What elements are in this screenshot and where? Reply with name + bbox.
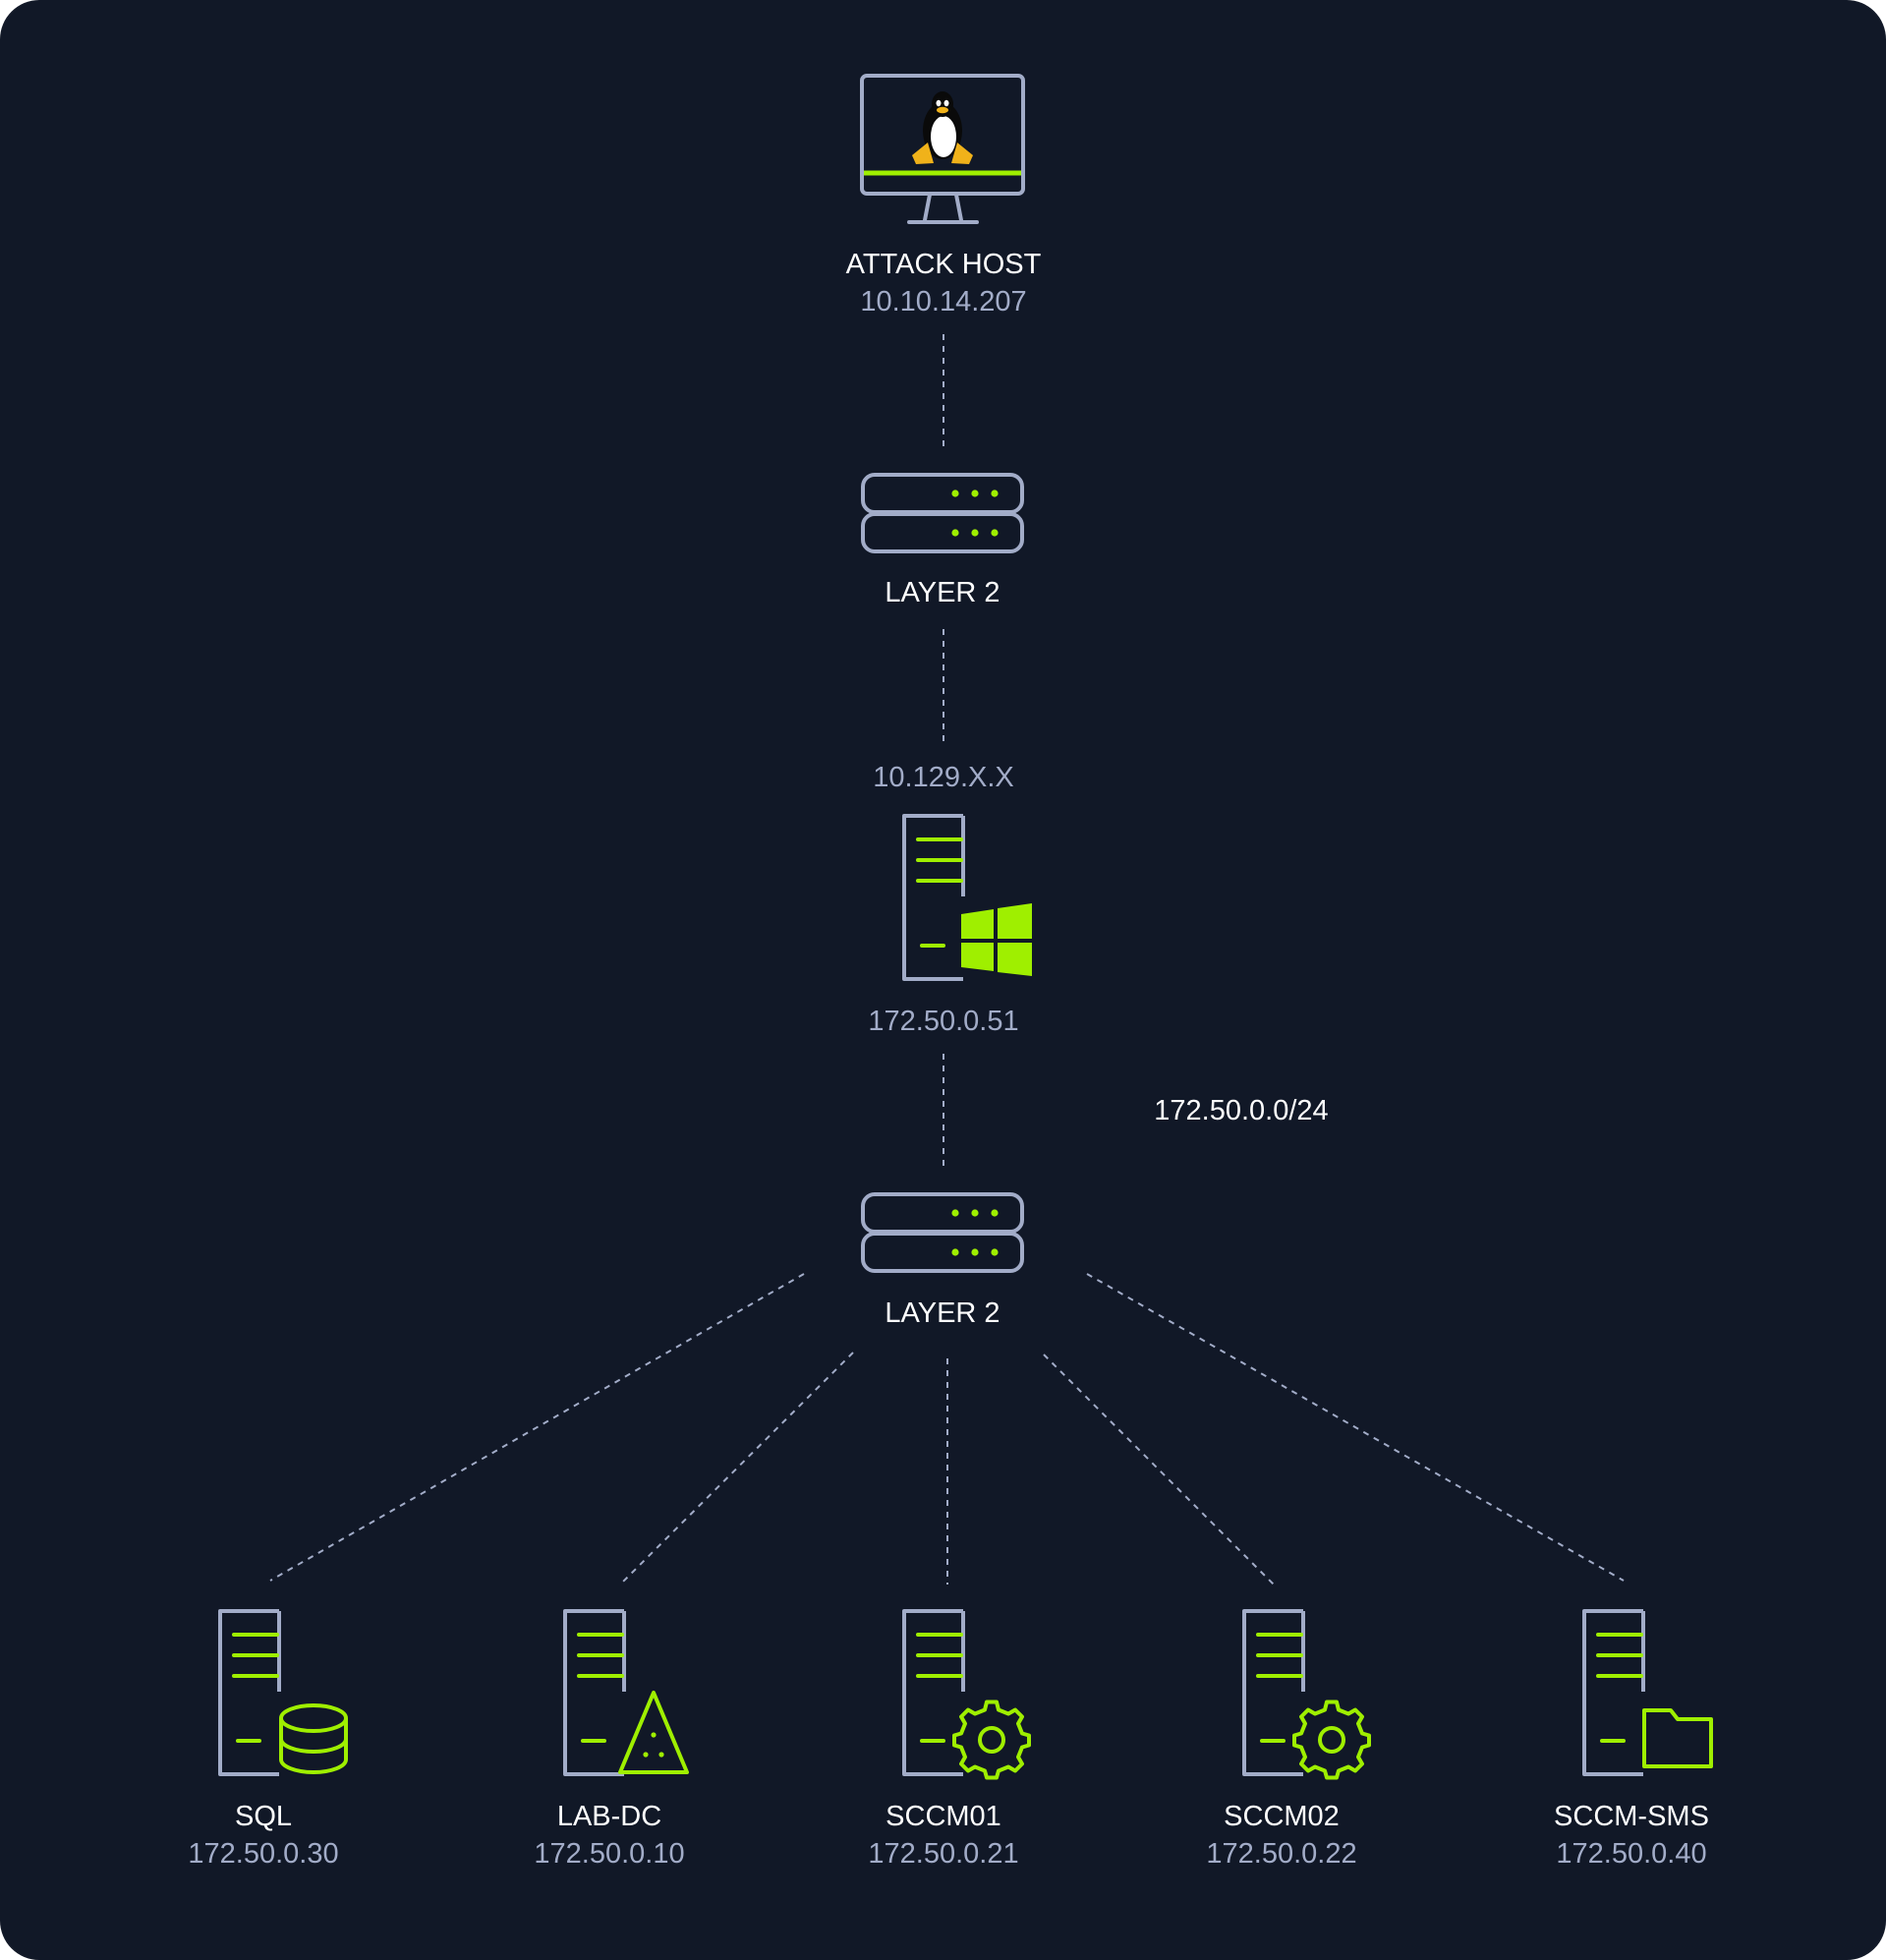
connectors: [269, 334, 1625, 1585]
switch-bottom-name: LAYER 2: [885, 1297, 1000, 1329]
server-name: LAB-DC: [557, 1801, 661, 1832]
windows-logo-icon: [961, 903, 1032, 976]
attack-host-ip: 10.10.14.207: [860, 286, 1026, 317]
server-sccm-sms: [1582, 1609, 1713, 1776]
tux-penguin: [912, 91, 973, 164]
server-name: SQL: [235, 1801, 292, 1832]
server-sql: [218, 1609, 348, 1776]
windows-server-icon: [902, 814, 1032, 981]
network-switch-icon: [861, 1192, 1024, 1273]
folder-icon: [1642, 1708, 1713, 1768]
warning-triangle-icon: [618, 1691, 689, 1774]
network-switch-icon: [861, 473, 1024, 553]
switch-top-name: LAYER 2: [885, 577, 1000, 608]
link-switch-to-sql: [269, 1273, 805, 1582]
monitor-linux-tux-icon: [860, 74, 1025, 224]
server-name: SCCM02: [1224, 1801, 1340, 1832]
server-ip: 172.50.0.22: [1206, 1838, 1356, 1870]
server-ip: 172.50.0.30: [188, 1838, 338, 1870]
pivot-external-ip: 10.129.X.X: [873, 762, 1014, 793]
subnet-label: 172.50.0.0/24: [1154, 1095, 1328, 1126]
pivot-internal-ip: 172.50.0.51: [868, 1006, 1018, 1037]
server-ip: 172.50.0.21: [868, 1838, 1018, 1870]
database-icon: [279, 1703, 348, 1774]
link-switch-to-sccm-sms: [1086, 1273, 1625, 1582]
server-sccm02: [1242, 1609, 1371, 1780]
gear-icon: [1292, 1700, 1371, 1780]
attack-host-name: ATTACK HOST: [846, 249, 1042, 280]
server-ip: 172.50.0.10: [534, 1838, 684, 1870]
server-lab-dc: [563, 1609, 689, 1776]
link-switch-to-sccm02: [1043, 1354, 1275, 1585]
server-ip: 172.50.0.40: [1556, 1838, 1706, 1870]
server-sccm01: [902, 1609, 1031, 1780]
link-switch-to-lab-dc: [621, 1352, 854, 1584]
gear-icon: [952, 1700, 1031, 1780]
server-name: SCCM-SMS: [1554, 1801, 1709, 1832]
server-name: SCCM01: [886, 1801, 1001, 1832]
